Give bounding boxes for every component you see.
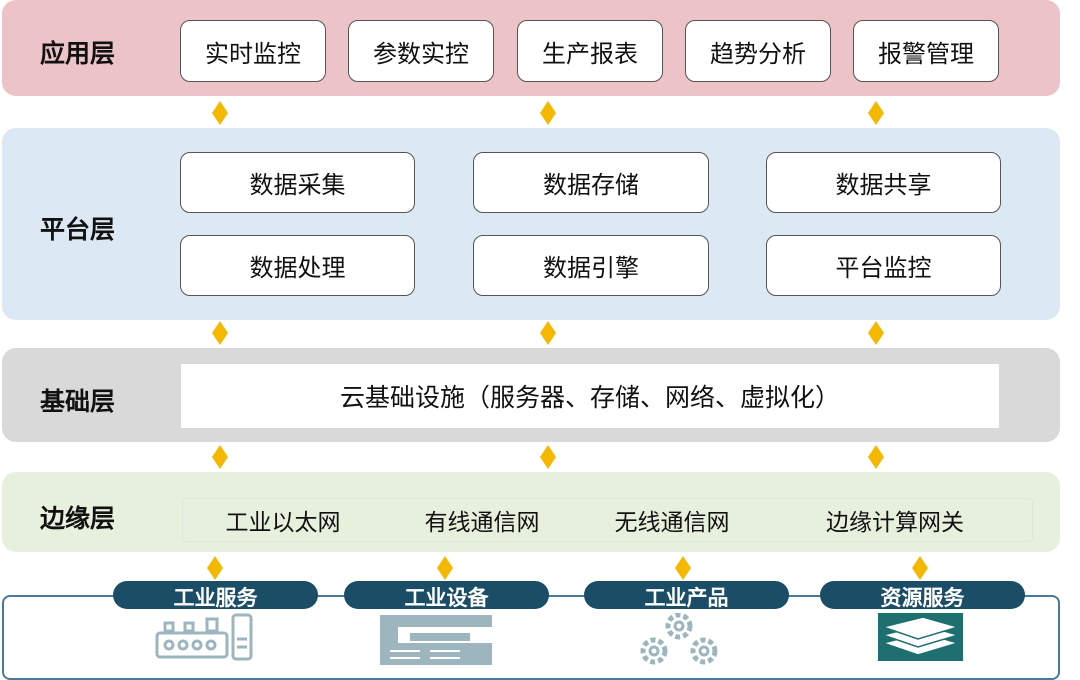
pill-resource-service: 资源服务 — [820, 581, 1025, 609]
infrastructure-layer-label: 基础层 — [40, 388, 116, 416]
platform-item-data-sharing: 数据共享 — [766, 152, 1001, 213]
stacked-papers-icon — [878, 613, 963, 661]
factory-line-icon — [155, 613, 253, 661]
connector-diamond — [868, 101, 884, 125]
connector-diamond — [540, 101, 556, 125]
machine-icon — [380, 615, 492, 665]
app-item-alarm-management: 报警管理 — [853, 20, 999, 82]
app-item-production-report: 生产报表 — [517, 20, 663, 82]
app-item-parameter-control: 参数实控 — [348, 20, 494, 82]
connector-diamond — [912, 556, 928, 580]
connector-diamond — [540, 445, 556, 469]
platform-item-data-storage: 数据存储 — [473, 152, 709, 213]
edge-item-industrial-ethernet: 工业以太网 — [225, 509, 341, 535]
edge-layer: 边缘层 — [2, 472, 1060, 552]
edge-item-edge-gateway: 边缘计算网关 — [826, 509, 964, 535]
pill-industrial-product: 工业产品 — [584, 581, 789, 609]
app-item-trend-analysis: 趋势分析 — [685, 20, 831, 82]
connector-diamond — [212, 321, 228, 345]
edge-layer-label: 边缘层 — [40, 505, 116, 533]
gears-icon — [640, 613, 718, 665]
connector-diamond — [212, 101, 228, 125]
platform-item-data-processing: 数据处理 — [180, 235, 415, 296]
connector-diamond — [207, 556, 223, 580]
pill-industrial-equipment: 工业设备 — [344, 581, 549, 609]
platform-layer-label: 平台层 — [40, 216, 116, 244]
edge-item-wireless-network: 无线通信网 — [614, 509, 730, 535]
connector-diamond — [212, 445, 228, 469]
connector-diamond — [868, 445, 884, 469]
pill-industrial-service: 工业服务 — [113, 581, 318, 609]
platform-item-platform-monitor: 平台监控 — [766, 235, 1001, 296]
edge-items-frame — [182, 498, 1033, 542]
platform-item-data-engine: 数据引擎 — [473, 235, 709, 296]
app-item-realtime-monitor: 实时监控 — [180, 20, 326, 82]
edge-item-wired-network: 有线通信网 — [424, 509, 540, 535]
connector-diamond — [540, 321, 556, 345]
platform-item-data-collection: 数据采集 — [180, 152, 415, 213]
connector-diamond — [437, 556, 453, 580]
connector-diamond — [868, 321, 884, 345]
cloud-infrastructure-box: 云基础设施（服务器、存储、网络、虚拟化） — [181, 364, 999, 428]
connector-diamond — [675, 556, 691, 580]
application-layer-label: 应用层 — [40, 40, 116, 68]
